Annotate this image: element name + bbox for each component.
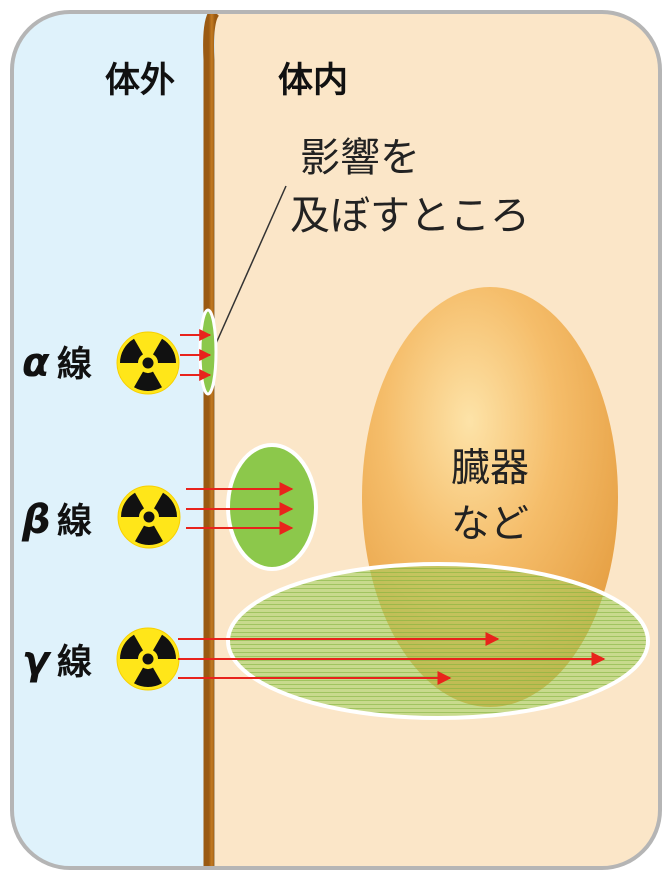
gamma-ray-row: γ 線	[22, 627, 606, 696]
beta-ray-row: β 線	[21, 482, 294, 554]
gamma-affected-zone	[226, 562, 650, 720]
gamma-symbol: γ	[22, 638, 52, 684]
skin-boundary	[203, 12, 220, 868]
outside-label: 体外	[105, 61, 175, 101]
effect-leader-line	[213, 185, 287, 349]
gamma-kanji: 線	[57, 643, 92, 683]
alpha-ray-row: α 線	[22, 329, 212, 400]
beta-affected-zone	[226, 443, 318, 571]
effect-area-label-line2: 及ぼすところ	[290, 193, 530, 239]
outside-body-area	[12, 12, 215, 868]
alpha-symbol: α	[22, 340, 50, 386]
organ-label-line1: 臓器	[451, 446, 529, 491]
organ-label-line2: など	[451, 502, 529, 547]
alpha-kanji: 線	[57, 345, 92, 385]
beta-symbol: β	[21, 497, 51, 543]
effect-area-label-line1: 影響を	[300, 135, 420, 181]
diagram-frame	[10, 10, 662, 870]
alpha-affected-zone	[198, 308, 218, 396]
beta-kanji: 線	[57, 502, 92, 542]
inside-label: 体内	[278, 61, 348, 101]
